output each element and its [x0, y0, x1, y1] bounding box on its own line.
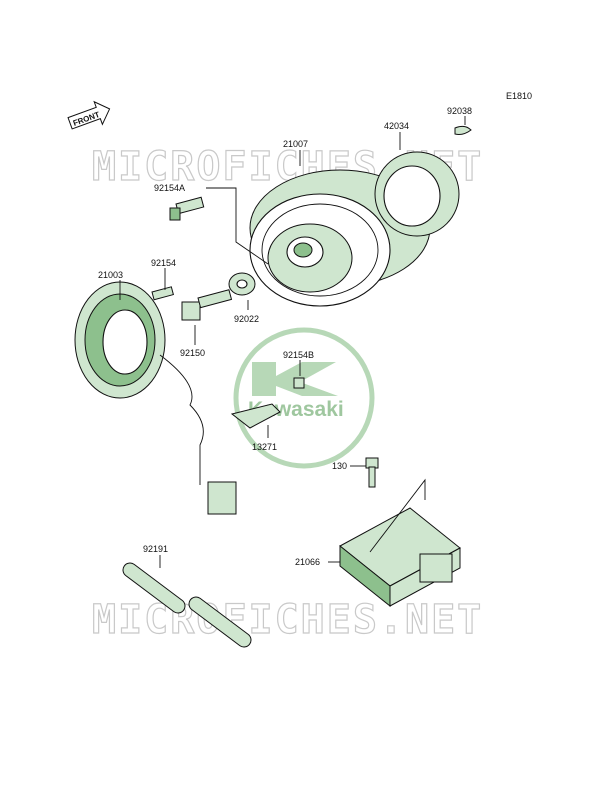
label-92038: 92038: [447, 106, 472, 116]
label-92154b: 92154B: [283, 350, 314, 360]
bolt-130[interactable]: [365, 457, 379, 488]
washer-92022[interactable]: [228, 272, 256, 296]
watermark-bottom: MICROFICHES.NET: [92, 597, 483, 643]
leader-lines: [119, 116, 466, 568]
ring-42034[interactable]: [374, 151, 460, 237]
label-42034: 42034: [384, 121, 409, 131]
label-92154: 92154: [151, 258, 176, 268]
figure-code: E1810: [506, 91, 532, 101]
regulator-21066[interactable]: [339, 507, 461, 608]
label-92022: 92022: [234, 314, 259, 324]
label-92150: 92150: [180, 348, 205, 358]
label-130: 130: [332, 461, 347, 471]
bolt-92154a[interactable]: [169, 196, 205, 221]
label-92154a: 92154A: [154, 183, 185, 193]
key-92038[interactable]: [454, 125, 472, 135]
label-21066: 21066: [295, 557, 320, 567]
part-labels: 21007 42034 92038 92154A 21003 92154 920…: [98, 106, 472, 567]
bolt-92154[interactable]: [151, 286, 175, 301]
label-21007: 21007: [283, 139, 308, 149]
bolt-92154b[interactable]: [293, 377, 305, 389]
label-21003: 21003: [98, 270, 123, 280]
plate-13271[interactable]: [230, 403, 281, 429]
bolt-92150[interactable]: [181, 289, 233, 321]
label-13271: 13271: [252, 442, 277, 452]
stator-21003[interactable]: [74, 281, 237, 515]
tube-92191[interactable]: [122, 562, 252, 648]
label-92191: 92191: [143, 544, 168, 554]
front-arrow-icon: FRONT: [67, 100, 111, 130]
